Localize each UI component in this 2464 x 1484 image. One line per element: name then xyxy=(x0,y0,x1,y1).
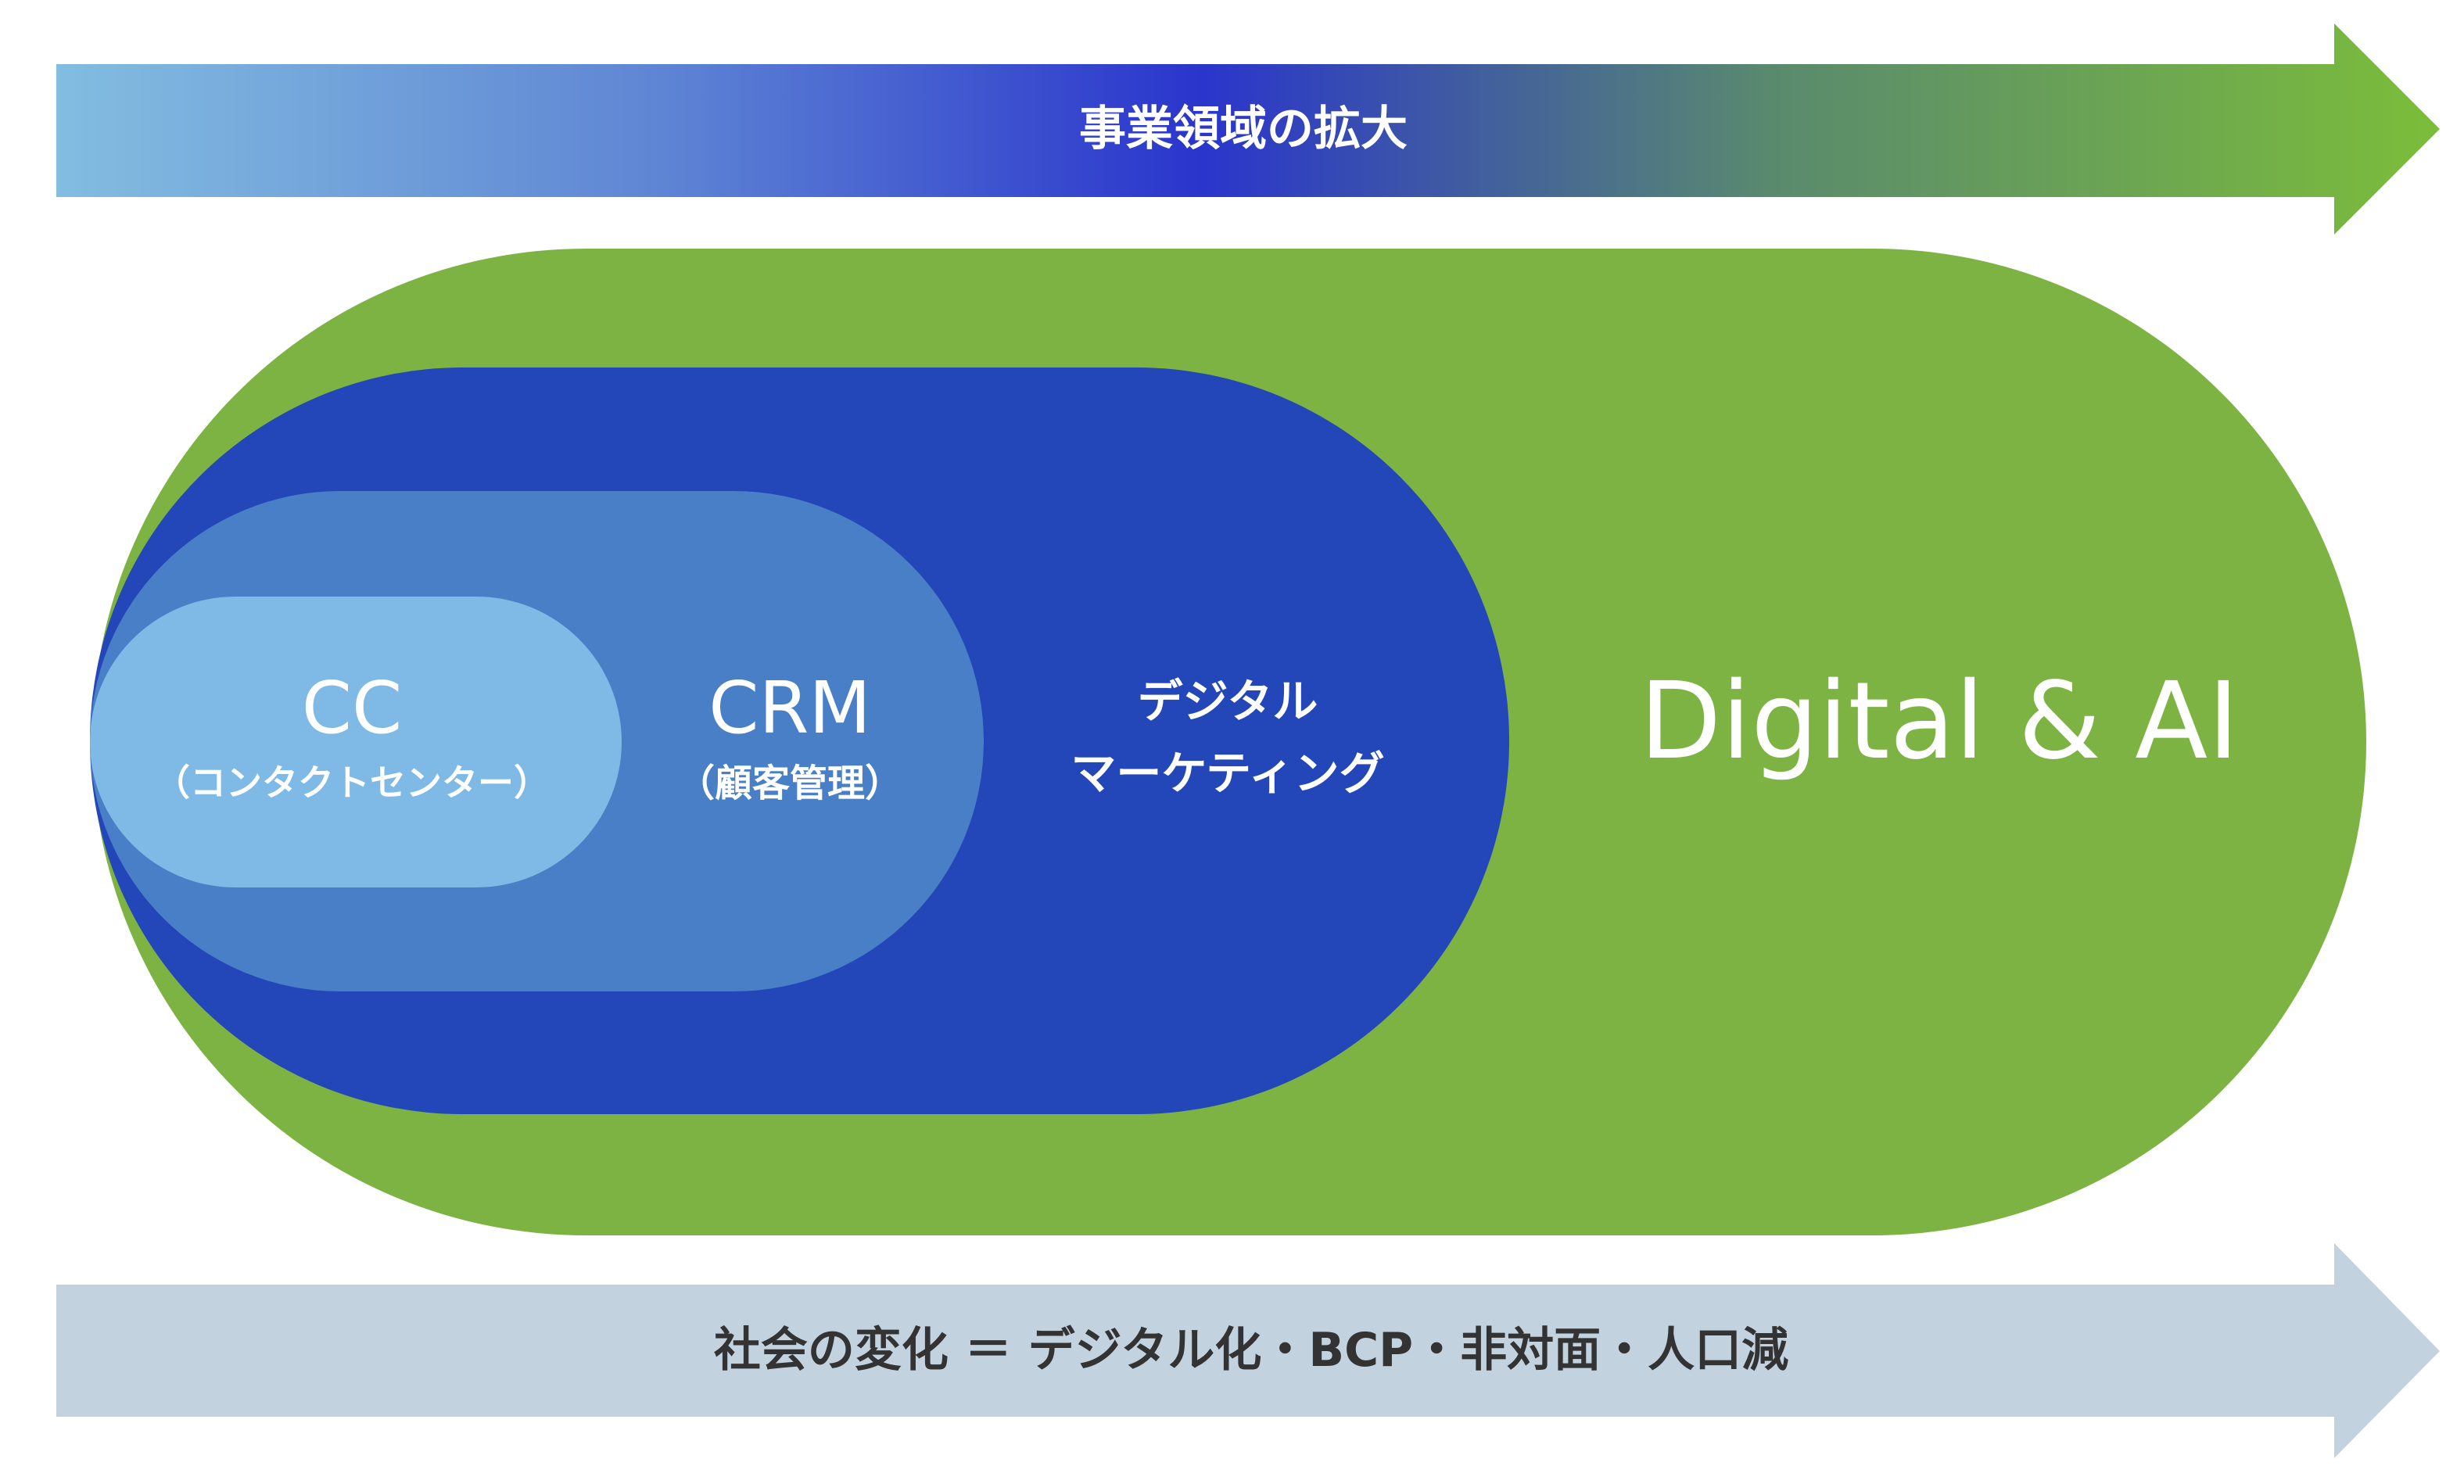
cc-subtitle: （コンタクトセンター） xyxy=(154,762,550,804)
social-change-arrow xyxy=(56,1243,2440,1458)
digital-marketing-line1: デジタル xyxy=(1137,675,1318,728)
business-expansion-label: 事業領域の拡大 xyxy=(1079,102,1408,156)
digital-ai-title: Digital & AI xyxy=(1639,660,2240,783)
social-change-label: 社会の変化 ＝ デジタル化・BCP・非対面・人口減 xyxy=(713,1323,1789,1378)
crm-subtitle: （顧客管理） xyxy=(676,762,902,805)
digital-marketing-line2: マーケティング xyxy=(1071,747,1385,800)
crm-title: CRM xyxy=(708,666,871,750)
business-expansion-arrow xyxy=(56,23,2440,235)
cc-layer xyxy=(90,597,622,887)
cc-title: CC xyxy=(301,666,403,750)
